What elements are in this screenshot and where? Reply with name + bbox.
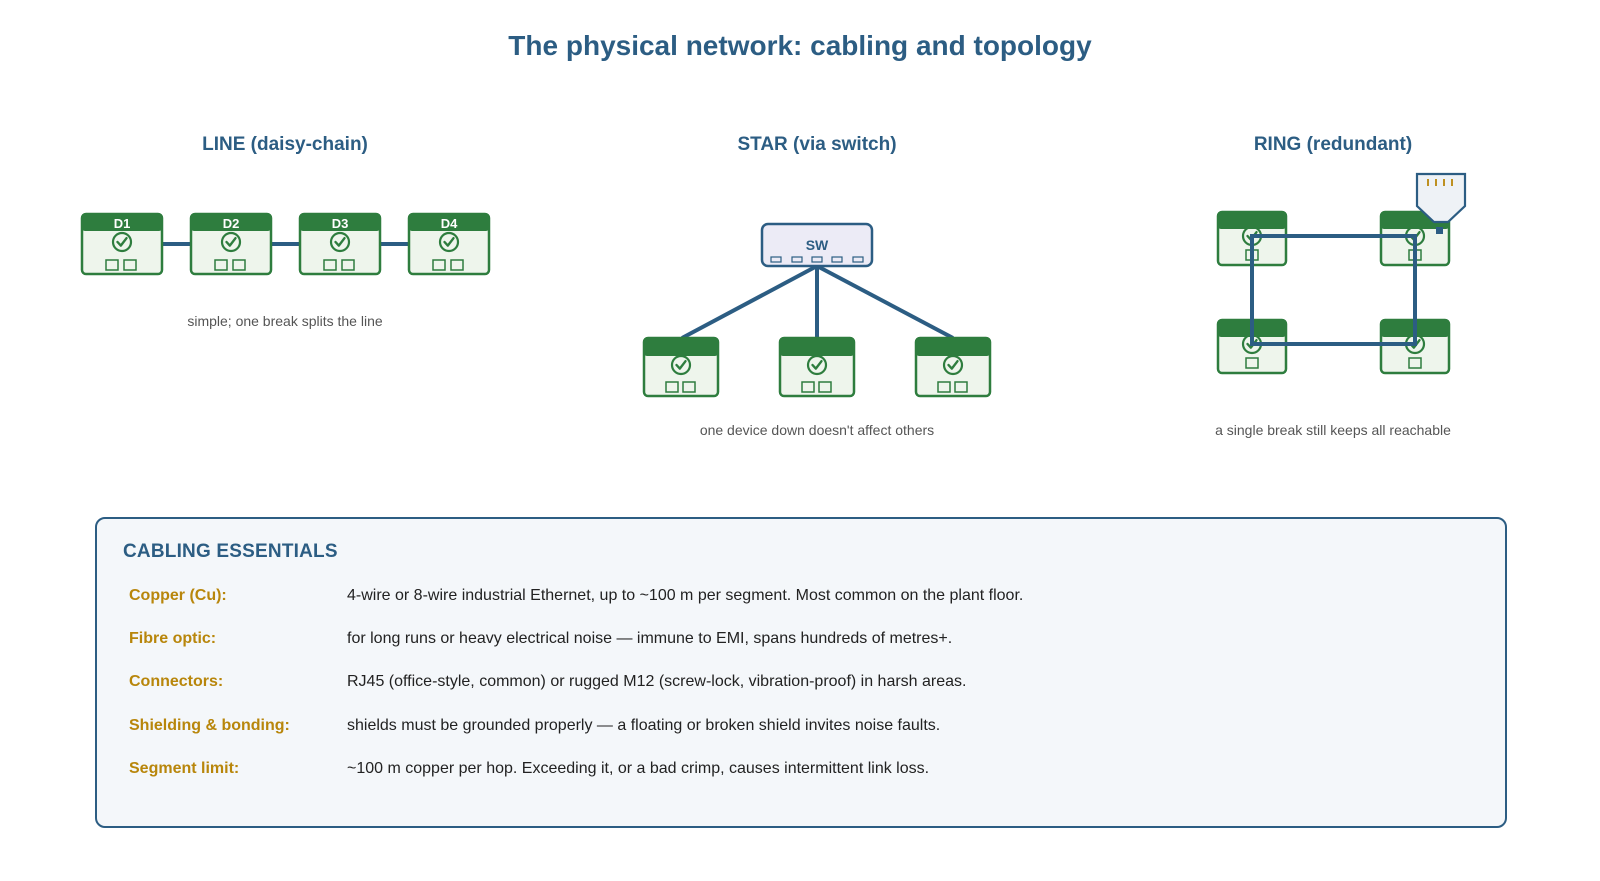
switch: SW <box>760 222 874 268</box>
star-device <box>778 336 856 398</box>
port-icon <box>432 259 446 271</box>
essentials-key: Copper (Cu): <box>129 587 227 604</box>
essentials-row-segment-limit: Segment limit: ~100 m copper per hop. Ex… <box>129 760 1489 784</box>
switch-label: SW <box>806 237 829 253</box>
ring-cable <box>1250 234 1417 346</box>
essentials-row-fibre: Fibre optic: for long runs or heavy elec… <box>129 630 1489 654</box>
port-icon <box>937 381 951 393</box>
topology-diagrams: LINE (daisy-chain) D1 D2 D3 <box>80 134 1467 438</box>
essentials-row-copper: Copper (Cu): 4-wire or 8-wire industrial… <box>129 587 1489 611</box>
essentials-value: ~100 m copper per hop. Exceeding it, or … <box>347 760 930 777</box>
essentials-title: CABLING ESSENTIALS <box>123 541 338 562</box>
line-panel-title: LINE (daisy-chain) <box>202 134 368 155</box>
port-icon <box>811 256 823 263</box>
page-title: The physical network: cabling and topolo… <box>508 30 1092 61</box>
star-topology: STAR (via switch) SW <box>642 134 992 438</box>
essentials-key: Connectors: <box>129 673 224 690</box>
port-icon <box>682 381 696 393</box>
star-device <box>914 336 992 398</box>
device-d3: D3 <box>298 212 382 276</box>
line-caption: simple; one break splits the line <box>187 313 383 329</box>
essentials-row-shielding: Shielding & bonding: shields must be gro… <box>129 717 1489 741</box>
ring-panel-title: RING (redundant) <box>1254 134 1412 155</box>
port-icon <box>1408 357 1422 369</box>
device-label: D4 <box>441 216 458 231</box>
essentials-row-connectors: Connectors: RJ45 (office-style, common) … <box>129 673 1489 697</box>
port-icon <box>341 259 355 271</box>
device-label: D2 <box>223 216 240 231</box>
port-icon <box>323 259 337 271</box>
rj45-connector-icon <box>1415 172 1467 234</box>
ring-topology: RING (redundant) <box>1215 134 1467 438</box>
ring-caption: a single break still keeps all reachable <box>1215 422 1451 438</box>
essentials-value: RJ45 (office-style, common) or rugged M1… <box>347 673 967 690</box>
port-icon <box>831 256 843 263</box>
device-label: D3 <box>332 216 349 231</box>
device-d1: D1 <box>80 212 164 276</box>
essentials-key: Fibre optic: <box>129 630 217 647</box>
essentials-value: shields must be grounded properly — a fl… <box>347 717 941 734</box>
port-icon <box>214 259 228 271</box>
star-cables <box>681 264 954 340</box>
port-icon <box>954 381 968 393</box>
star-device <box>642 336 720 398</box>
essentials-key: Segment limit: <box>129 760 240 777</box>
star-panel-title: STAR (via switch) <box>737 134 896 155</box>
port-icon <box>665 381 679 393</box>
port-icon <box>852 256 864 263</box>
port-icon <box>1245 357 1259 369</box>
port-icon <box>123 259 137 271</box>
star-caption: one device down doesn't affect others <box>700 422 934 438</box>
port-icon <box>450 259 464 271</box>
port-icon <box>818 381 832 393</box>
essentials-value: for long runs or heavy electrical noise … <box>347 630 953 647</box>
port-icon <box>791 256 803 263</box>
device-d2: D2 <box>189 212 273 276</box>
port-icon <box>770 256 782 263</box>
port-icon <box>232 259 246 271</box>
essentials-value: 4-wire or 8-wire industrial Ethernet, up… <box>347 587 1024 604</box>
essentials-key: Shielding & bonding: <box>129 717 290 734</box>
line-topology: LINE (daisy-chain) D1 D2 D3 <box>80 134 491 329</box>
port-icon <box>801 381 815 393</box>
device-label: D1 <box>114 216 131 231</box>
port-icon <box>105 259 119 271</box>
device-d4: D4 <box>407 212 491 276</box>
cabling-essentials-panel: CABLING ESSENTIALS Copper (Cu): 4-wire o… <box>95 517 1507 828</box>
